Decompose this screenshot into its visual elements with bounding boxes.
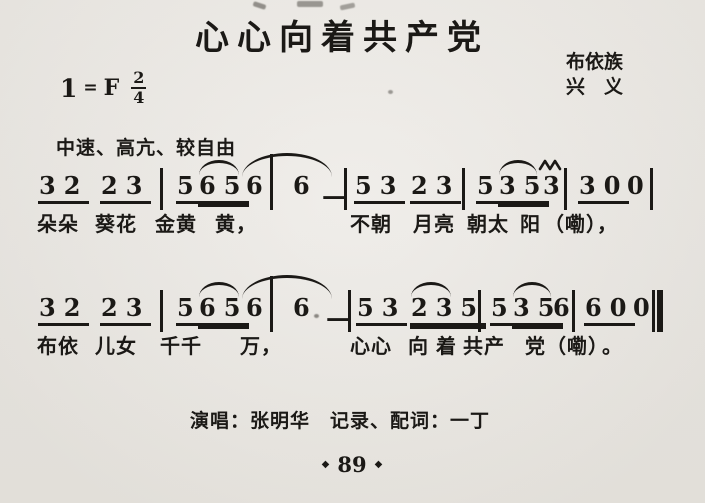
note-group: 5	[476, 174, 503, 204]
note-group: 5	[176, 296, 203, 326]
lyric: 月亮	[413, 212, 455, 236]
note-group: 23	[410, 174, 462, 204]
note-group: 6	[246, 171, 271, 200]
score-line-1: 32 23 5 65 6 6 — 53 23 5 35 3 30 0 朵朵 葵花…	[0, 150, 705, 262]
lyric: 千千	[160, 334, 202, 358]
note-group: 23	[100, 174, 152, 204]
key-letter: F	[103, 75, 120, 101]
lyric: 儿女	[95, 334, 137, 358]
time-signature: 2 4	[131, 68, 147, 107]
note-group: 5	[490, 296, 517, 326]
time-denominator: 4	[133, 88, 145, 107]
note-group: 35	[512, 296, 564, 329]
region-line-2: 兴 义	[566, 76, 624, 99]
lyric: 万，	[240, 334, 282, 358]
barline	[348, 290, 351, 332]
region-label: 布依族 兴 义	[566, 50, 656, 100]
note-group: 6	[293, 293, 318, 322]
note-group: 30	[578, 174, 630, 204]
lyric: 。	[602, 334, 623, 358]
page-dot-left-icon: ◆	[321, 459, 330, 470]
equals-sign: =	[83, 78, 98, 98]
lyric: 不朝	[350, 212, 392, 236]
lyric: 党	[525, 334, 546, 358]
lyric: 布依	[37, 334, 79, 358]
slur-icon	[199, 160, 239, 175]
scan-artifact	[297, 1, 323, 7]
note-group: 23	[100, 296, 152, 326]
slur-icon	[513, 282, 551, 297]
note-group: 53	[354, 174, 406, 204]
print-speck	[314, 314, 319, 318]
scan-artifact	[388, 90, 393, 94]
barline	[270, 154, 273, 210]
note-group: 35	[498, 174, 550, 207]
note-group: 0	[633, 293, 658, 322]
slur-icon	[411, 282, 451, 297]
final-barline-thick	[657, 290, 663, 332]
half-note-dash: —	[322, 181, 346, 210]
note-group: 3	[543, 171, 568, 200]
note-group: 53	[356, 296, 408, 326]
lyric: 朵朵	[37, 212, 79, 236]
lyric: 阳	[520, 212, 541, 236]
lyric: （嘞），	[544, 212, 618, 236]
note-group: 65	[198, 174, 250, 207]
note-group: 65	[198, 296, 250, 329]
note-group: 6	[293, 171, 318, 200]
page-number: ◆ 89 ◆	[322, 452, 383, 477]
page-number-value: 89	[337, 452, 367, 477]
lyric: 朝太	[467, 212, 509, 236]
barline	[462, 168, 465, 210]
slur-icon	[242, 275, 332, 299]
barline	[478, 290, 481, 332]
lyric: 金黄	[155, 212, 197, 236]
mordent-icon	[538, 156, 562, 175]
credits: 演唱：张明华 记录、配词：一丁	[190, 410, 491, 432]
score-line-2: 32 23 5 65 6 6 — 53 235 5 35 6 60 0 布依 儿…	[0, 272, 705, 384]
key-signature: 1 = F 2 4	[60, 68, 147, 107]
barline	[650, 168, 653, 210]
note-group: 0	[627, 171, 652, 200]
lyric: 葵花	[95, 212, 137, 236]
barline	[270, 276, 273, 332]
barline	[160, 290, 163, 332]
note-group: 32	[38, 296, 90, 326]
lyric: 心心	[350, 334, 392, 358]
region-line-1: 布依族	[566, 51, 624, 73]
tonic-number: 1	[60, 73, 78, 103]
lyric: 共产	[463, 334, 505, 358]
barline	[564, 168, 567, 210]
lyric: 着	[436, 334, 457, 358]
lyric: 向	[408, 334, 429, 358]
note-group: 235	[410, 296, 487, 329]
time-numerator: 2	[131, 68, 147, 89]
tempo-marking: 中速、高亢、较自由	[56, 137, 237, 159]
page-title: 心心向着共产党	[195, 18, 489, 58]
final-barline-thin	[652, 290, 655, 332]
barline	[160, 168, 163, 210]
scan-artifact	[252, 1, 267, 10]
slur-icon	[242, 153, 332, 177]
lyric: （嘞）	[546, 334, 609, 358]
note-group: 32	[38, 174, 90, 204]
barline	[344, 168, 347, 210]
note-group: 5	[176, 174, 203, 204]
note-group: 6	[553, 293, 578, 322]
note-group: 60	[584, 296, 636, 326]
page-dot-right-icon: ◆	[374, 459, 383, 470]
note-group: 6	[246, 293, 271, 322]
slur-icon	[499, 160, 537, 175]
slur-icon	[199, 282, 239, 297]
barline	[572, 290, 575, 332]
lyric: 黄，	[215, 212, 257, 236]
half-note-dash: —	[326, 303, 350, 332]
